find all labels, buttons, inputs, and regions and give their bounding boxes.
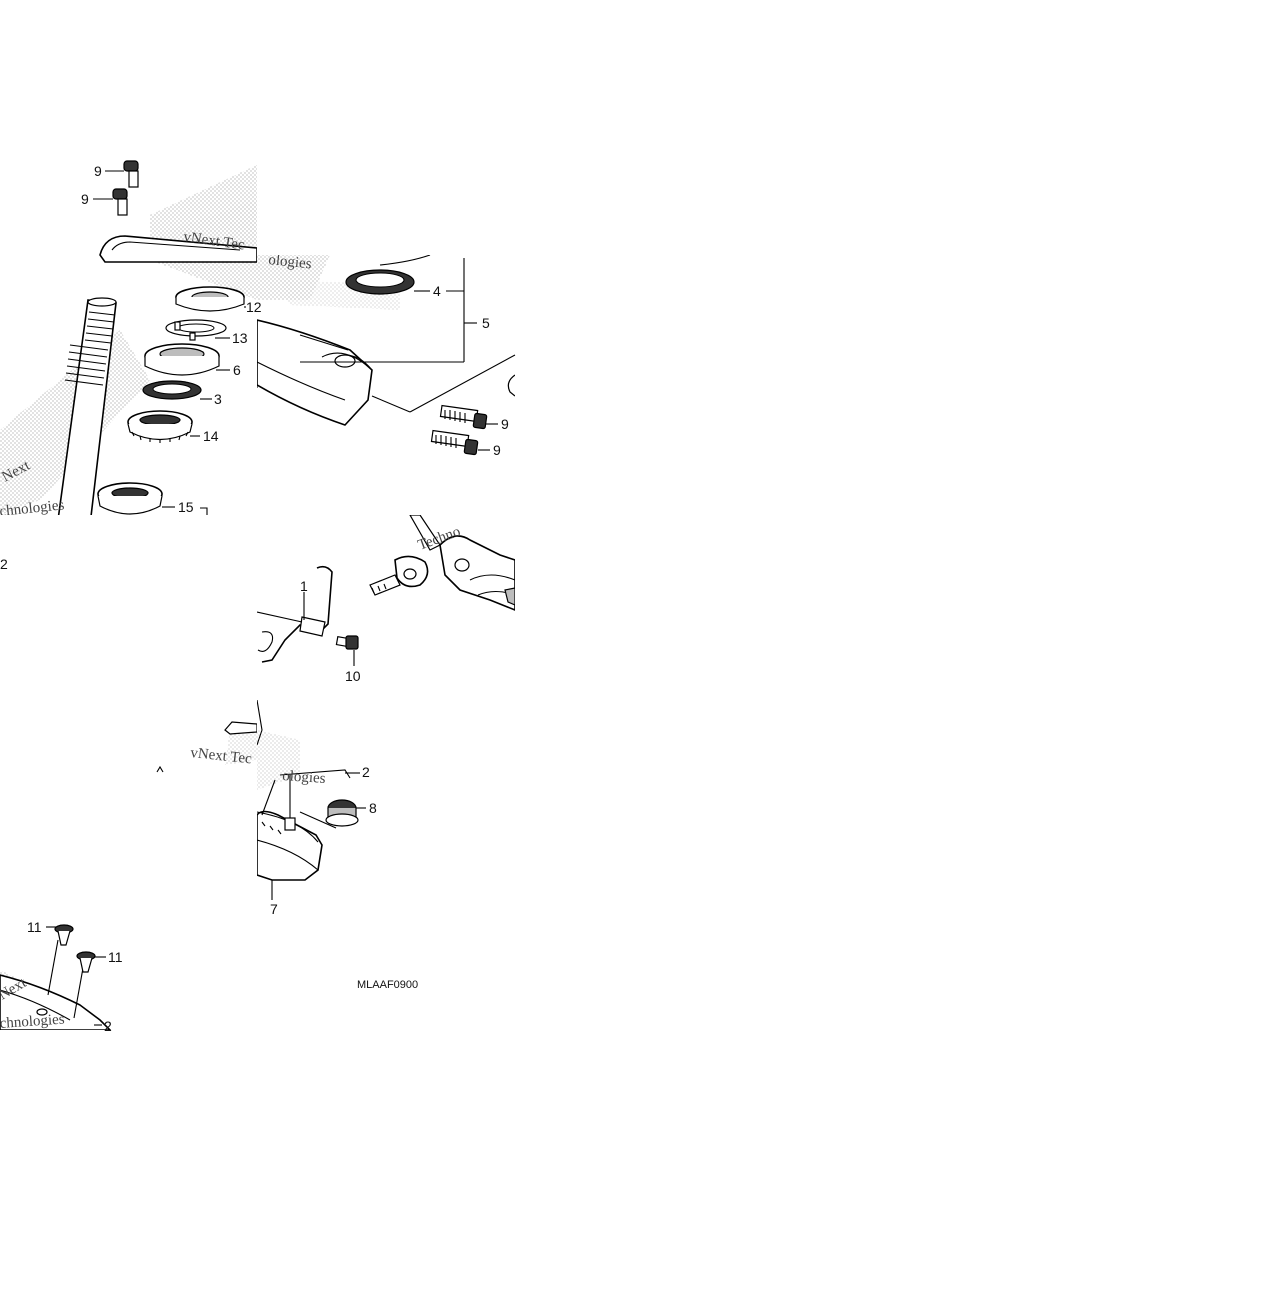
callout-label: 9 <box>81 191 89 207</box>
callout-label: 14 <box>203 428 219 444</box>
callout-label: 10 <box>345 668 361 684</box>
callout-label: 9 <box>493 442 501 458</box>
bolt-9-right-upper <box>439 404 488 430</box>
leader-lines-bottom-left <box>46 926 106 1026</box>
diagram-code: MLAAF0900 <box>357 979 418 991</box>
callout-label: 15 <box>178 499 194 515</box>
bolt-10 <box>335 635 359 650</box>
lock-nut-12 <box>175 286 245 312</box>
bolt-9-lower <box>112 188 128 216</box>
steering-stem-tube <box>57 297 117 515</box>
leader-lines-middle <box>303 592 355 666</box>
tile-lower-cover: ologies <box>257 700 359 881</box>
watermark-text: ologies <box>268 252 313 272</box>
callout-label: 4 <box>433 283 441 299</box>
callout-label: 11 <box>27 919 42 935</box>
bracket-1 <box>257 565 333 663</box>
watermark-text: vNext Tec <box>190 745 253 767</box>
callout-label: 1 <box>300 578 308 594</box>
bearing-15 <box>97 482 163 515</box>
seal-ring-4 <box>345 269 415 295</box>
watermark-text: chnologies <box>0 1011 65 1032</box>
leader-lines-top-right <box>300 258 516 451</box>
leader-lines-top-left <box>93 170 246 515</box>
leader-lines-bottom-right <box>271 772 366 900</box>
callout-label: 2 <box>104 1018 112 1034</box>
callout-label: 11 <box>108 949 123 965</box>
callout-label: 5 <box>482 315 490 331</box>
callout-label: 2 <box>0 556 8 572</box>
callout-label: 9 <box>94 163 102 179</box>
lock-washer-13 <box>165 319 227 341</box>
ignition-key-switch <box>369 515 515 611</box>
callout-label: 7 <box>270 901 278 917</box>
tile-steering-stem: vNext Tec chnologies Next <box>0 160 257 520</box>
adjusting-nut-6 <box>144 343 220 376</box>
callout-label: 2 <box>362 764 370 780</box>
callout-labels: 9 9 12 13 6 3 14 15 2 4 5 9 9 1 10 2 8 7… <box>0 163 509 1034</box>
grommet-8 <box>325 799 359 827</box>
bolt-9-right-lower <box>430 429 479 456</box>
tile-bracket-switch: Techno <box>257 515 515 663</box>
callout-label: 6 <box>233 362 241 378</box>
bolt-9-upper <box>123 160 139 188</box>
tile-lower-cover-left: vNext Tec chnologies Next <box>0 721 257 1032</box>
tile-top-bridge: ologies <box>257 252 515 456</box>
callout-label: 13 <box>232 330 248 346</box>
bearing-14 <box>127 410 193 443</box>
callout-label: 3 <box>214 391 222 407</box>
callout-label: 8 <box>369 800 377 816</box>
screw-11-left <box>54 924 74 946</box>
watermark-text: chnologies <box>0 497 65 520</box>
watermark-text: ologies <box>282 768 327 787</box>
screw-11-right <box>76 951 96 973</box>
cover-7 <box>257 775 323 881</box>
dust-seal-3 <box>142 380 202 400</box>
callout-label: 12 <box>246 299 262 315</box>
callout-label: 9 <box>501 416 509 432</box>
